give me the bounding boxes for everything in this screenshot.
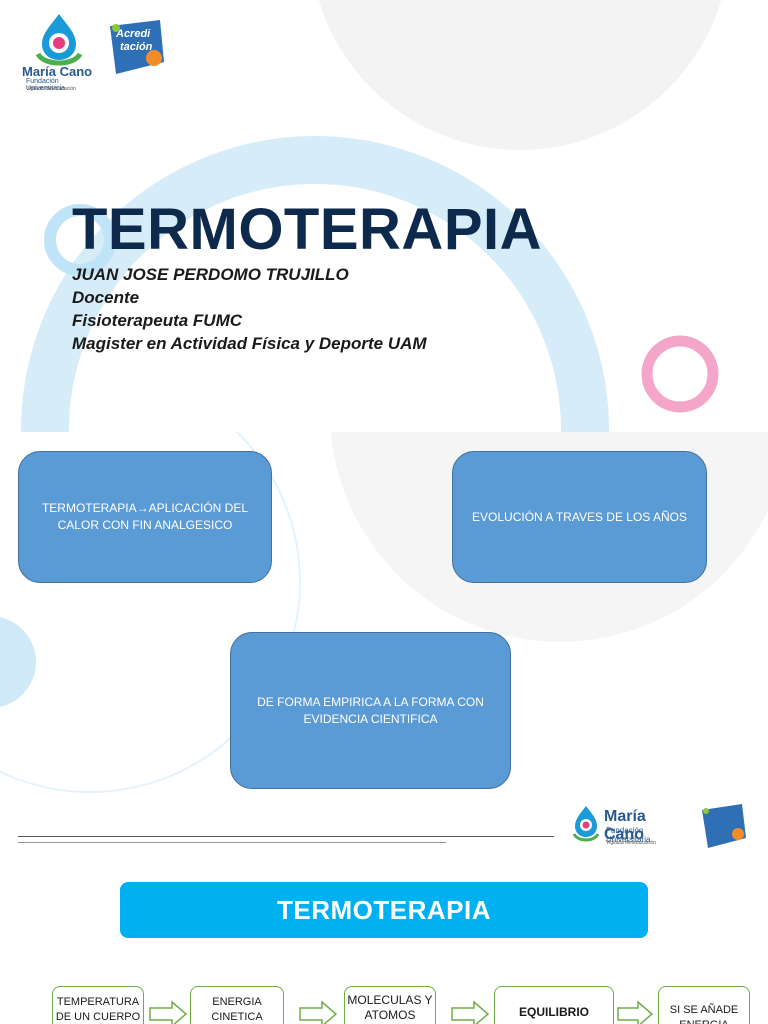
author-role: Docente (72, 288, 140, 307)
flow-box-energia-anadida: SI SE AÑADE ENERGIA (658, 986, 750, 1024)
slide-evolution: TERMOTERAPIA→APLICACIÓN DEL CALOR CON FI… (0, 432, 768, 856)
box-evolucion: EVOLUCIÓN A TRAVES DE LOS AÑOS (452, 451, 707, 583)
footer-line-2 (18, 842, 446, 843)
badge-text-1: Acredi (116, 28, 151, 40)
footer-logo: María Cano Fundación Universitaria Vigil… (570, 804, 690, 848)
footer-line-1 (18, 836, 554, 837)
flow-box-moleculas: MOLECULAS Y ATOMOS (344, 986, 436, 1024)
arrow-right-icon-2 (299, 1000, 338, 1024)
flow-arrow-icons (149, 1000, 654, 1024)
flow-box-energia: ENERGIA CINETICA (190, 986, 284, 1024)
logo-subtitle: Fundación Universitaria (26, 78, 65, 92)
author-degree: Magister en Actividad Física y Deporte U… (72, 334, 427, 353)
slide-flow: TERMOTERAPIA TEMPERATURA DE UN CUERPO EN… (0, 856, 768, 1024)
footer-badge-shape-icon (702, 804, 746, 848)
flow-banner-title: TERMOTERAPIA (120, 882, 648, 938)
badge-shape-icon (110, 20, 164, 74)
flow-box-temperatura: TEMPERATURA DE UN CUERPO (52, 986, 144, 1024)
footer-logo-subtitle: Fundación Universitaria (606, 826, 651, 844)
footer-logo-name: María Cano (604, 808, 646, 843)
arrow-right-icon-3 (451, 1000, 490, 1024)
flow-box-equilibrio: EQUILIBRIO (494, 986, 614, 1024)
slide-title-text: TERMOTERAPIA (72, 197, 542, 262)
arrow-right-icon-1 (149, 1000, 188, 1024)
author-name: JUAN JOSE PERDOMO TRUJILLO (72, 265, 349, 284)
acreditacion-badge: Acredi tación (102, 16, 168, 78)
maria-cano-logo: María Cano Fundación Universitaria Vigil… (20, 10, 98, 94)
logo-flower-icon (35, 14, 83, 66)
footer-badge (698, 802, 748, 850)
slide-background-decor (21, 0, 722, 432)
footer-logo-flower-icon (572, 806, 600, 842)
arrow-right-icon-4 (617, 1000, 654, 1024)
badge-text-2: tación (120, 41, 153, 53)
logo-name: María Cano (22, 64, 93, 79)
author-profession: Fisioterapeuta FUMC (72, 311, 243, 330)
logo-vigilada: Vigilada Mineducación (26, 86, 76, 92)
flow-arrows (149, 1000, 654, 1024)
box-termoterapia-definition: TERMOTERAPIA→APLICACIÓN DEL CALOR CON FI… (18, 451, 272, 583)
footer-logo-vigilada: Vigilada Mineducación (606, 840, 656, 846)
box-empirica-evidencia: DE FORMA EMPIRICA A LA FORMA CON EVIDENC… (230, 632, 511, 789)
slide-title: María Cano Fundación Universitaria Vigil… (0, 0, 768, 432)
